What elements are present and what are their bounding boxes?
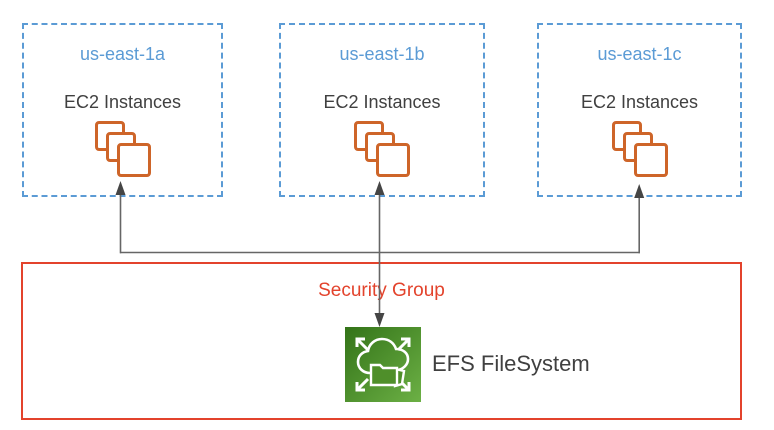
efs-filesystem-label: EFS FileSystem (432, 351, 590, 376)
ec2-instances-icon (354, 121, 410, 177)
availability-zone-box-us-east-1b: us-east-1b EC2 Instances (279, 23, 485, 197)
ec2-square-front (376, 143, 410, 177)
ec2-instances-label: EC2 Instances (323, 92, 441, 112)
ec2-instances-label: EC2 Instances (580, 92, 699, 112)
ec2-square-front (633, 143, 668, 177)
ec2-instances-label: EC2 Instances (63, 92, 182, 112)
ec2-square-front (116, 143, 151, 177)
ec2-instances-icon (94, 121, 151, 177)
security-group-label: Security Group (318, 280, 445, 301)
availability-zone-box-us-east-1c: us-east-1c EC2 Instances (537, 23, 742, 197)
zone-name-label: us-east-1c (597, 44, 682, 64)
security-group-box: Security Group (21, 262, 742, 420)
zone-name-label: us-east-1a (79, 44, 166, 64)
efs-filesystem-icon (345, 327, 421, 402)
zone-name-label: us-east-1b (339, 44, 425, 64)
availability-zone-box-us-east-1a: us-east-1a EC2 Instances (22, 23, 223, 197)
ec2-instances-icon (611, 121, 668, 177)
